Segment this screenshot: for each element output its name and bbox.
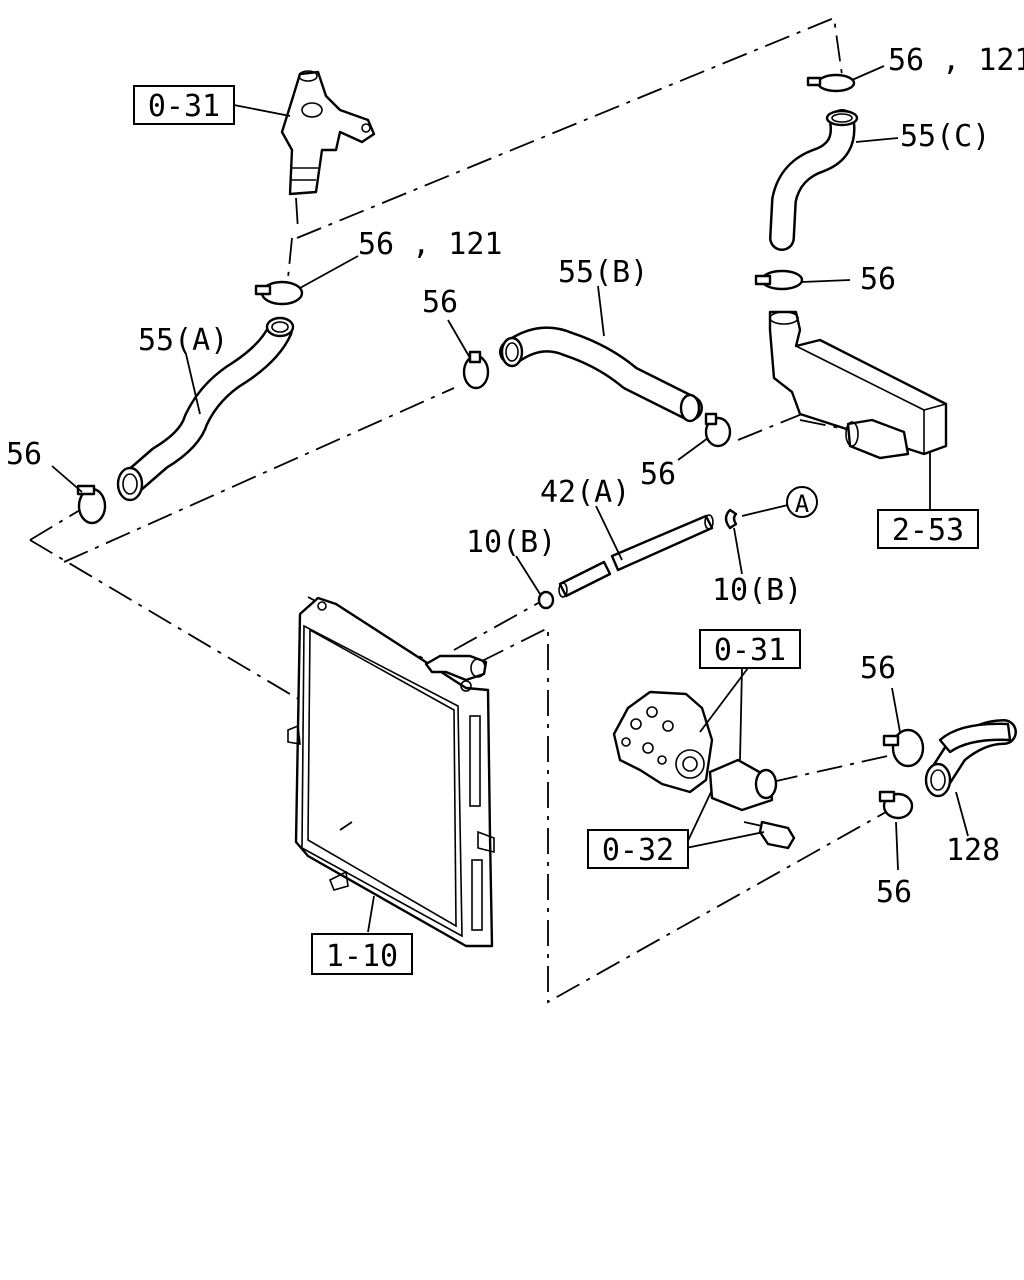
ref-1-10: 1-10 <box>326 939 398 974</box>
circle-a-marker: A <box>786 486 818 518</box>
label-55c: 55(C) <box>900 119 990 154</box>
label-10b-left: 10(B) <box>466 525 556 560</box>
clamp-56-pump-bottom <box>878 790 914 820</box>
clamp-56-center <box>704 412 732 448</box>
label-56-pump-bottom: 56 <box>876 875 912 910</box>
clamp-56-121-mid <box>254 280 304 306</box>
hose-55c <box>769 109 859 251</box>
label-42a: 42(A) <box>540 475 630 510</box>
upper-tank-2-53 <box>768 310 948 510</box>
label-56-121-mid: 56 , 121 <box>358 227 503 262</box>
label-56-pump-top: 56 <box>860 651 896 686</box>
label-56-far-left: 56 <box>6 437 42 472</box>
thermostat-housing-top <box>280 70 376 196</box>
clamp-56-left-mid <box>462 350 490 390</box>
ref-0-32: 0-32 <box>602 833 674 868</box>
leader-lines <box>51 65 969 933</box>
ref-box-0-31-top: 0-31 <box>133 85 235 125</box>
label-circle-a: A <box>795 490 810 518</box>
clamp-56-far-left <box>76 484 107 525</box>
clamp-56-121-top <box>806 73 856 93</box>
label-56-center: 56 <box>640 457 676 492</box>
clamps <box>76 73 925 820</box>
ref-box-0-31-mid: 0-31 <box>699 629 801 669</box>
hose-128 <box>924 719 1017 798</box>
hose-55b <box>499 326 703 423</box>
label-56-left-mid: 56 <box>422 285 458 320</box>
ref-box-2-53: 2-53 <box>877 509 979 549</box>
clamp-56-pump-top <box>882 728 925 768</box>
clip-10b-right <box>724 508 738 530</box>
ref-0-31-top: 0-31 <box>148 89 220 124</box>
ref-box-1-10: 1-10 <box>311 933 413 975</box>
hose-42a <box>558 514 714 598</box>
callouts: 0-31 56 , 121 55(C) 56 , 121 55(B) 56 56… <box>6 43 1024 975</box>
label-56-121-top: 56 , 121 <box>888 43 1024 78</box>
label-128: 128 <box>946 833 1000 868</box>
water-pump-assembly <box>612 690 796 850</box>
ref-box-0-32: 0-32 <box>587 829 689 869</box>
label-10b-right: 10(B) <box>712 573 802 608</box>
ref-2-53: 2-53 <box>892 513 964 548</box>
ref-0-31-mid: 0-31 <box>714 633 786 668</box>
label-55a: 55(A) <box>138 323 228 358</box>
radiator-1-10 <box>287 596 495 948</box>
clip-10b-left <box>537 590 555 610</box>
label-56-right-top: 56 <box>860 262 896 297</box>
clamp-56-right-top <box>754 269 804 291</box>
label-55b: 55(B) <box>558 255 648 290</box>
hose-55a <box>116 316 295 502</box>
